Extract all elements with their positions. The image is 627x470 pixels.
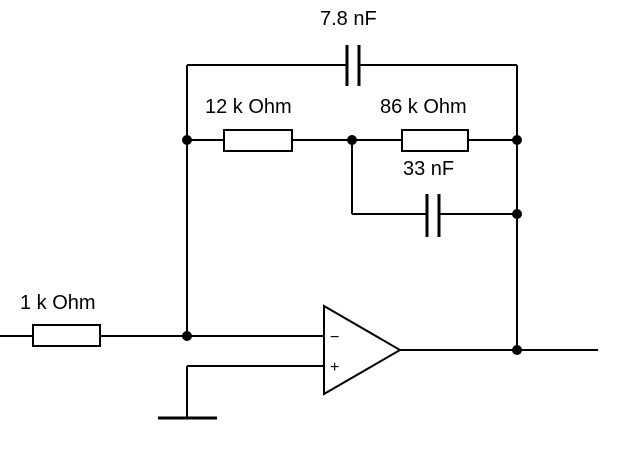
capacitor-feedback-outer — [345, 45, 361, 86]
opamp-noninverting-sign: + — [330, 359, 339, 376]
node-inverting — [182, 331, 192, 341]
node-center-mid — [347, 135, 357, 145]
junction-nodes — [182, 135, 522, 355]
resistor-feedback-1 — [223, 129, 293, 152]
opamp-triangle — [323, 304, 402, 396]
label-c-feedback-outer: 7.8 nF — [320, 8, 377, 30]
node-right-inner — [512, 209, 522, 219]
wires — [0, 64, 598, 418]
resistor-feedback-2 — [401, 129, 469, 152]
resistor-input — [32, 324, 101, 347]
opamp-inverting-sign: − — [330, 329, 339, 346]
capacitor-feedback-inner — [425, 194, 441, 237]
label-r-feedback-2: 86 k Ohm — [380, 96, 467, 118]
label-r-feedback-1: 12 k Ohm — [205, 96, 292, 118]
node-right-mid — [512, 135, 522, 145]
node-left-mid — [182, 135, 192, 145]
node-output — [512, 345, 522, 355]
label-r-input: 1 k Ohm — [20, 292, 96, 314]
label-c-feedback-inner: 33 nF — [403, 158, 454, 180]
